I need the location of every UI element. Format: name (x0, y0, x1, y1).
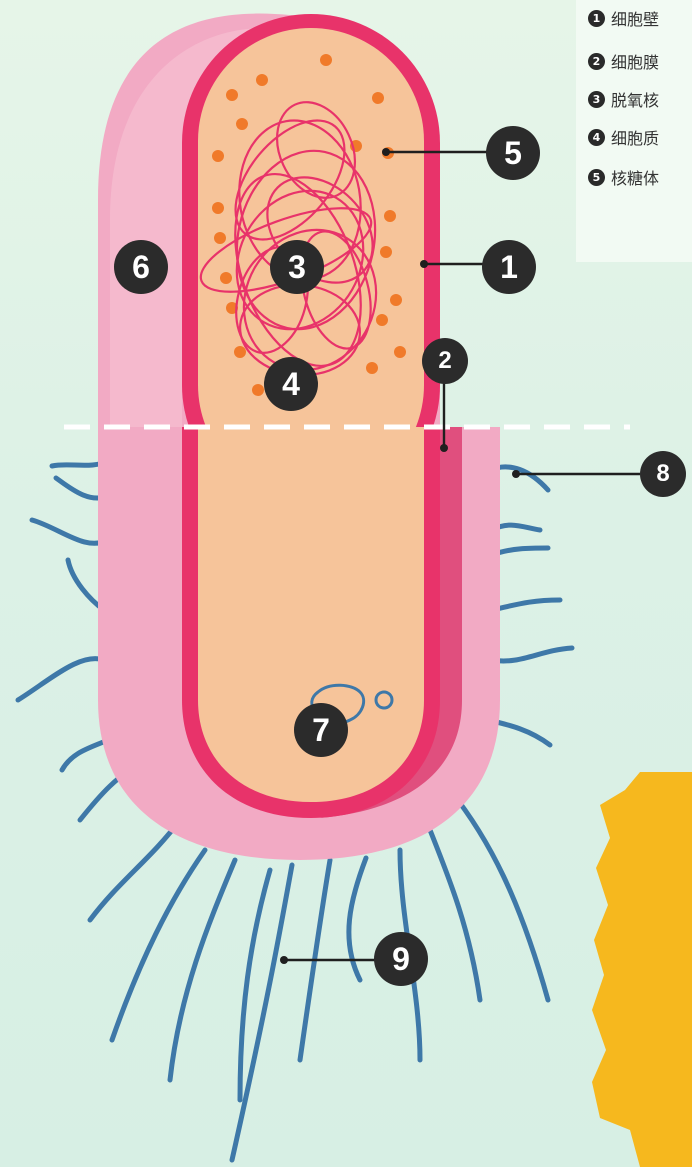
legend-number: 2 (588, 53, 605, 70)
label-8-pili: 8 (640, 451, 686, 497)
legend-text: 脱氧核 (611, 87, 659, 111)
legend-item: 5 核糖体 (588, 166, 659, 188)
label-3-dna: 3 (270, 240, 324, 294)
legend-item: 1 细胞壁 (588, 7, 659, 29)
label-5-ribosome: 5 (486, 126, 540, 180)
label-7-plasmid: 7 (294, 703, 348, 757)
legend-item: 2 细胞膜 (588, 50, 659, 72)
label-2-cell-membrane: 2 (422, 338, 468, 384)
legend-text: 细胞壁 (611, 6, 659, 30)
legend-item: 3 脱氧核 (588, 88, 659, 110)
gear-shape (592, 772, 692, 1167)
legend-text: 核糖体 (611, 165, 659, 189)
legend-text: 细胞膜 (611, 49, 659, 73)
label-4-cytoplasm: 4 (264, 357, 318, 411)
legend: 1 细胞壁 2 细胞膜 3 脱氧核 4 细胞质 5 核糖体 (576, 0, 692, 262)
legend-number: 4 (588, 129, 605, 146)
label-1-cell-wall: 1 (482, 240, 536, 294)
label-6-capsule: 6 (114, 240, 168, 294)
legend-number: 1 (588, 10, 605, 27)
legend-text: 细胞质 (611, 125, 659, 149)
legend-item: 4 细胞质 (588, 126, 659, 148)
label-9-flagellum: 9 (374, 932, 428, 986)
legend-number: 3 (588, 91, 605, 108)
legend-number: 5 (588, 169, 605, 186)
